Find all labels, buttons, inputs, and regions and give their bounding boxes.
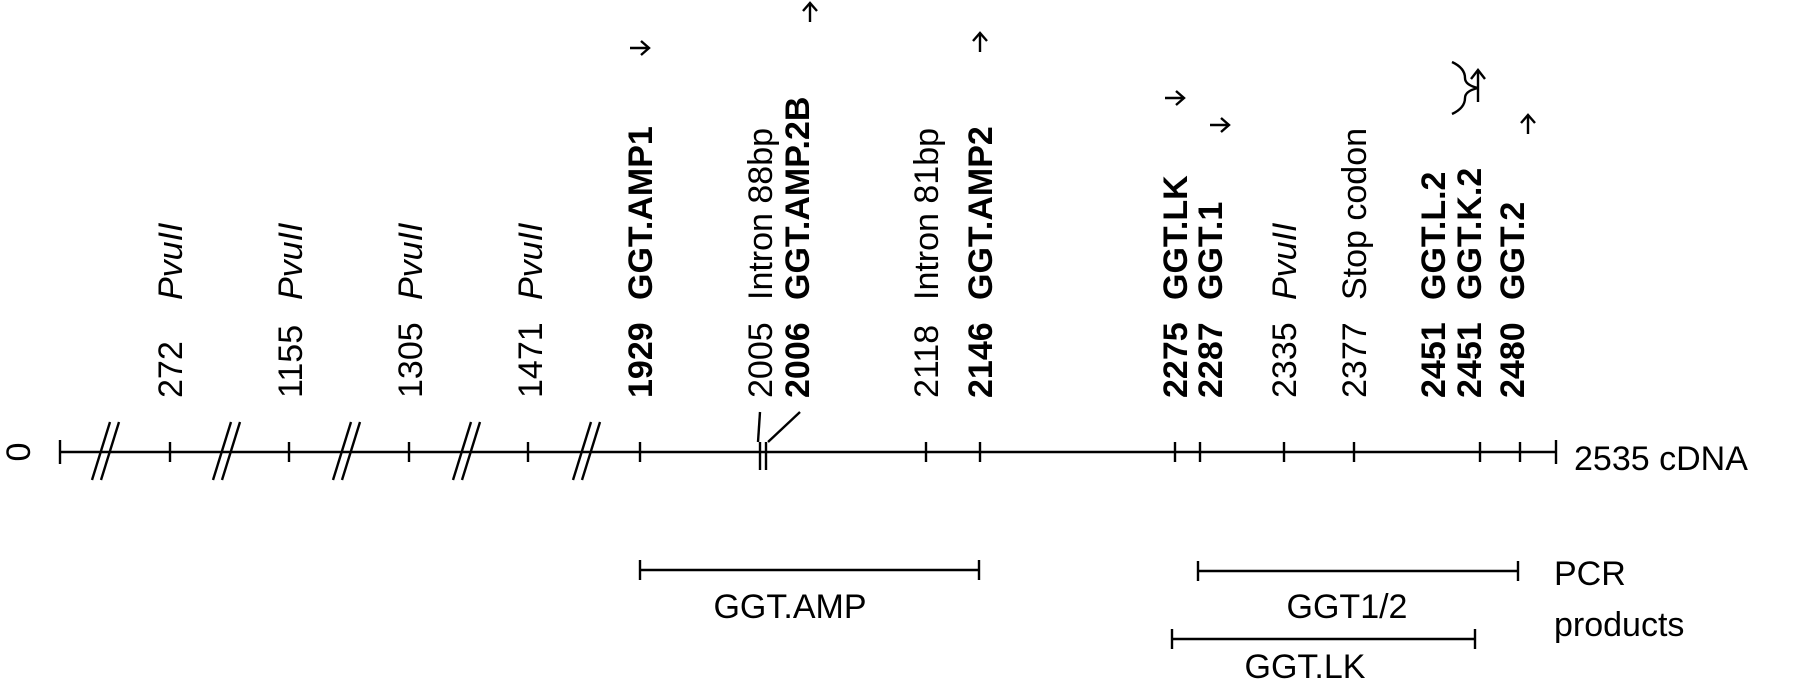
leader-2005 — [756, 411, 762, 443]
arrow-up-icon — [972, 31, 988, 52]
marker-position-272: 272 — [152, 341, 190, 398]
marker-name-m1155: PvuII — [272, 222, 310, 300]
arrow-up-icon — [1520, 113, 1536, 134]
pcr-label-ggt-1-2: GGT1/2 — [1287, 588, 1408, 626]
marker-name-m2005: Intron 88bp — [742, 128, 780, 300]
axis-break — [451, 421, 482, 481]
marker-position-2005: 2005 — [742, 322, 780, 398]
marker-position-2335: 2335 — [1266, 322, 1304, 398]
leader-2006 — [767, 411, 801, 443]
marker-name-m2006: GGT.AMP.2B — [779, 97, 817, 300]
marker-name-m2451a: GGT.L.2 — [1415, 172, 1453, 300]
axis-breaks — [90, 421, 602, 481]
marker-name-m272: PvuII — [152, 222, 190, 300]
marker-position-2451: 2451 — [1451, 322, 1489, 398]
marker-position-2451: 2451 — [1415, 322, 1453, 398]
axis-break — [211, 421, 242, 481]
pcr-product-ggt-amp: GGT.AMP — [638, 560, 981, 626]
pcr-caption-line1: PCR — [1554, 555, 1626, 593]
marker-position-2480: 2480 — [1494, 322, 1532, 398]
marker-name-m2275: GGT.LK — [1157, 175, 1195, 300]
axis-start-label: 0 — [0, 443, 38, 462]
marker-name-m1471: PvuII — [512, 222, 550, 300]
pcr-product-ggt-1-2: GGT1/2 — [1196, 561, 1520, 626]
primer-arrows — [630, 1, 1536, 134]
marker-name-m2146: GGT.AMP2 — [962, 126, 1000, 300]
marker-name-m2451b: GGT.K.2 — [1451, 168, 1489, 300]
marker-name-m2377: Stop codon — [1336, 128, 1374, 300]
marker-name-m2335: PvuII — [1266, 222, 1304, 300]
axis-end-label: 2535 cDNA — [1574, 440, 1748, 478]
marker-position-2146: 2146 — [962, 322, 1000, 398]
arrow-right-icon — [630, 40, 651, 56]
marker-position-2006: 2006 — [779, 322, 817, 398]
arrow-up-icon — [802, 1, 818, 22]
axis-break — [331, 421, 362, 481]
marker-labels: 272 PvuII 1155 PvuII 1305 PvuII 1471 PvuII 1929 G… — [152, 97, 1532, 398]
marker-position-1929: 1929 — [622, 322, 660, 398]
pcr-label-ggt-amp: GGT.AMP — [713, 588, 866, 626]
marker-name-m2480: GGT.2 — [1494, 202, 1532, 300]
arrow-right-icon — [1210, 117, 1231, 133]
marker-name-m1929: GGT.AMP1 — [622, 126, 660, 300]
marker-name-m2287: GGT.1 — [1192, 202, 1230, 300]
marker-position-2377: 2377 — [1336, 322, 1374, 398]
axis-break — [90, 421, 121, 481]
marker-name-m2118: Intron 81bp — [908, 128, 946, 300]
marker-position-1305: 1305 — [392, 322, 430, 398]
marker-name-m1305: PvuII — [392, 222, 430, 300]
arrow-right-icon — [1165, 90, 1186, 106]
marker-position-2287: 2287 — [1192, 322, 1230, 398]
pcr-caption-line2: products — [1554, 606, 1684, 644]
marker-position-1155: 1155 — [272, 325, 310, 398]
pcr-label-ggt-lk: GGT.LK — [1245, 648, 1366, 684]
marker-position-1471: 1471 — [512, 322, 550, 398]
pcr-product-ggt-lk: GGT.LK — [1170, 629, 1477, 684]
brace-up-arrow-icon — [1451, 60, 1486, 116]
axis-ticks — [168, 442, 1522, 470]
marker-position-2118: 2118 — [908, 325, 946, 398]
axis-break — [571, 421, 602, 481]
marker-position-2275: 2275 — [1157, 322, 1195, 398]
